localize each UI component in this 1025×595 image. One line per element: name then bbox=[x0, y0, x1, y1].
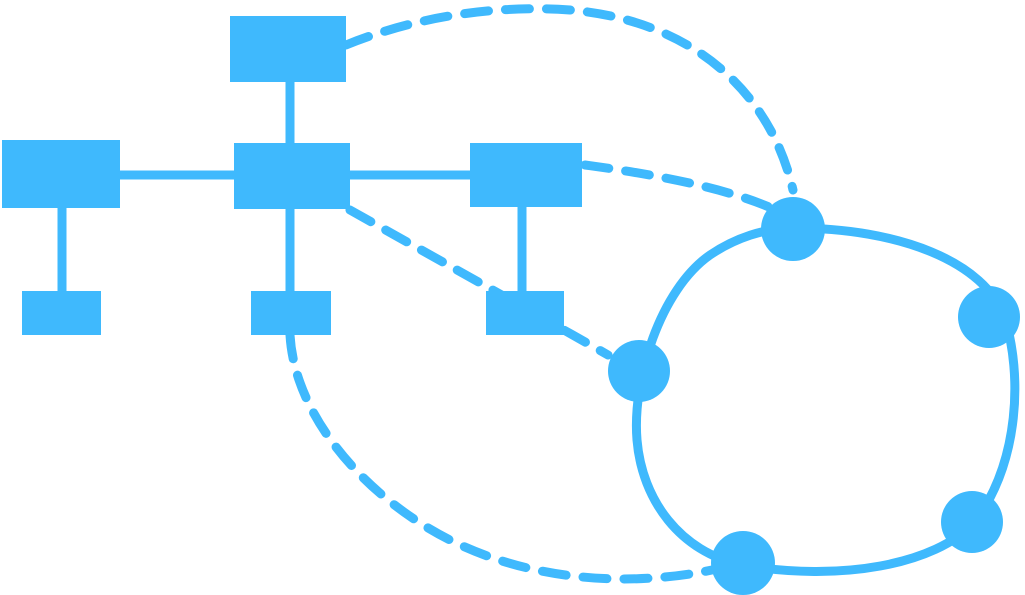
node-ring-right bbox=[958, 286, 1020, 348]
node-ring-bottom bbox=[711, 531, 775, 595]
dashed-link-hub-ring-left bbox=[345, 205, 613, 360]
node-ring-lower-right bbox=[941, 491, 1003, 553]
node-bottom-center bbox=[251, 291, 331, 335]
dashed-link-top-ring-top bbox=[341, 4, 798, 195]
node-ring-left bbox=[608, 340, 670, 402]
node-bottom-right bbox=[486, 291, 564, 335]
node-left bbox=[2, 140, 120, 208]
dashed-link-bottom-center-ring-bottom bbox=[285, 330, 717, 584]
node-right bbox=[470, 143, 582, 207]
ring-nodes bbox=[608, 197, 1020, 595]
cross-links bbox=[285, 4, 798, 584]
tree-nodes bbox=[2, 16, 582, 335]
node-ring-top bbox=[761, 197, 825, 261]
tree-links bbox=[57, 75, 527, 298]
node-top bbox=[230, 16, 346, 82]
node-bottom-left bbox=[22, 291, 101, 335]
node-hub bbox=[234, 143, 350, 209]
dashed-link-right-ring-top bbox=[580, 160, 785, 217]
